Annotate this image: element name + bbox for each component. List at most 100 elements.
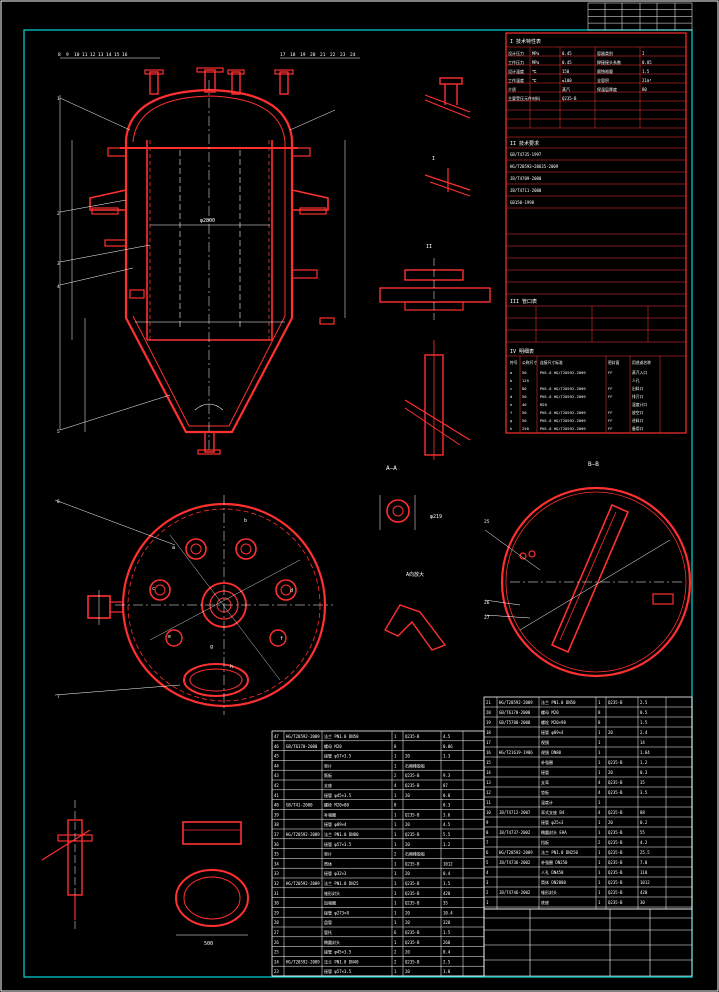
bom-left-cell: 260 [443,940,451,945]
tech-cell: 0.45 [562,60,572,65]
bom-right-cell: 0.5 [640,710,648,715]
bom-right-cell: 底座 [541,899,549,905]
bom-right-cell: Q235-B [608,790,623,795]
nozzle-cell: 出料口 [632,386,644,391]
bom-left-cell: 1 [394,969,397,974]
tech-section-4-title: IV 明细表 [510,348,534,355]
tech-section-2-title: II 技术要求 [510,140,539,147]
nozzle-header: 符号 [510,360,518,365]
bom-right-cell: 7.0 [640,860,648,865]
bom-left-cell: 33 [274,871,279,876]
bom-right-cell: 9 [486,820,489,825]
bom-left-cell: 筒体 [324,860,332,866]
tech-cell: 21m³ [642,78,652,83]
bom-left-cell: Q235-B [405,734,420,739]
tech-cell: I [642,51,645,56]
bom-right-cell: 30 [640,900,645,905]
bom-right-cell: 1 [598,820,601,825]
bom-right-cell: 55 [640,830,645,835]
bom-left-cell: HG/T20592-2009 [286,734,320,739]
bom-left-cell: 4.5 [443,734,451,739]
bom-left-cell: 1 [394,881,397,886]
leader-number: 19 [300,52,306,58]
bom-left-cell: Q235-B [405,891,420,896]
leader-number: 5 [57,429,60,435]
view-label-i: I [432,156,435,162]
bom-left-cell: 1 [394,832,397,837]
nozzle-cell: 50 [522,370,527,375]
bom-left-cell: 1.5 [443,930,451,935]
bom-left-cell: 垫片 [324,762,332,768]
bom-right-cell: Q235-B [608,900,623,905]
bom-right-cell: 12 [486,790,491,795]
bom-right-cell: 1 [598,860,601,865]
bom-right-cell: 13 [486,780,491,785]
bom-left-cell: 锥形封头 [324,890,340,896]
bom-right-cell: JB/T4736-2002 [499,860,531,865]
bom-left-cell: 接管 φ45×3.5 [324,792,352,798]
bom-right-cell: Q235-B [608,870,623,875]
bom-right-cell: 支耳 [541,779,549,785]
bom-left-cell: 法兰 PN1.0 DN80 [324,831,359,837]
bom-right-cell: 10 [486,810,491,815]
nozzle-mark: f [280,636,283,642]
vessel-outer-shell [124,88,294,434]
drawing-frame [23,29,693,978]
tech-cell: MPa [532,60,540,65]
bom-left-cell: 31 [274,891,279,896]
bom-right-cell: 4 [598,780,601,785]
view-label-a-a: A—A [386,465,397,472]
bom-left-cell: HG/T20592-2009 [286,832,320,837]
nozzle-cell: FF [608,410,613,415]
tech-standard: HG/T20592~20635-2009 [510,164,559,169]
bom-right-cell: 接管 φ25×3 [541,819,564,825]
bom-right-cell: 螺栓 M20×90 [541,719,566,725]
tech-section-3-title: III 管口表 [510,298,537,305]
leader-number: 26 [484,600,490,606]
bom-right-cell: 21 [486,700,491,705]
tech-cell: ℃ [532,69,537,74]
bom-right-cell: 8 [598,710,601,715]
detail-views [41,77,491,936]
bom-right-cell: 垫板 [541,789,549,795]
bom-left-cell: 24 [274,959,279,964]
nozzle-cell: PN1.0 HG/T20592-2009 [540,394,586,399]
bom-right-cell: HG/T21619-1986 [499,750,533,755]
nozzle-cell: PN1.0 HG/T20592-2009 [540,370,586,375]
bom-left-cell: 28 [274,920,279,925]
bom-left-cell: Q235-B [405,812,420,817]
bom-left-cell: 29 [274,910,279,915]
bom-left-cell: 1.5 [443,881,451,886]
bom-right-cell: 接管 [541,769,549,775]
tech-cell: 保温层厚度 [597,86,617,92]
nozzle-cell: FF [608,418,613,423]
nozzle-cell: 放空口 [632,410,644,415]
bom-right-cell: 耳式支座 B4 [541,809,565,815]
nozzle-cell: PN1.0 HG/T20592-2009 [540,426,586,431]
bom-right-cell: 118 [640,870,648,875]
bom-left-cell: 4.5 [443,822,451,827]
bom-left-cell: 1 [394,940,397,945]
nozzle-cell: FF [608,394,613,399]
bom-left-cell: 法兰 PN1.0 DN40 [324,958,359,964]
leader-number: 15 [114,52,120,58]
bom-left-cell: 20 [405,910,410,915]
bom-left-cell: Q235-B [405,773,420,778]
nozzle-cell: FF [608,370,613,375]
section-b-b-view [484,486,692,678]
bom-right-cell: 20 [608,770,613,775]
tech-standard: JB/T4709-2000 [510,176,542,181]
leader-number: 13 [98,52,104,58]
bom-left-cell: 接管 φ32×3 [324,870,347,876]
bom-right-cell: 17 [486,740,491,745]
bom-left-cell: 0.8 [443,793,451,798]
leader-number: 8 [58,52,61,58]
bom-left-cell: 1 [394,891,397,896]
bom-left-cell: 27 [274,930,279,935]
bom-left-cell: 20 [405,822,410,827]
bom-left-cell: 筋板 [324,772,332,778]
bom-right-cell: Q235-B [608,840,623,845]
